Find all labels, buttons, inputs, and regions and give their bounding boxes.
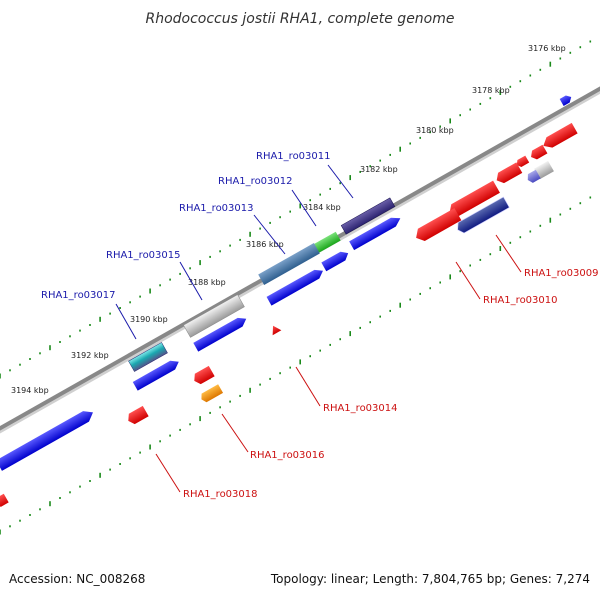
gene-block[interactable] [529,144,548,162]
gene-block[interactable] [540,122,578,151]
leader-lines [115,164,522,493]
gene-block[interactable] [494,162,523,185]
gene-label-ro03009[interactable]: RHA1_ro03009 [524,268,599,279]
gene-label-ro03017[interactable]: RHA1_ro03017 [41,290,116,301]
gene-block[interactable] [340,197,396,235]
kbp-label: 3194 kbp [11,386,49,395]
gene-block[interactable] [446,180,500,220]
kbp-label-group: 3176 kbp 3178 kbp 3180 kbp 3182 kbp 3184… [11,44,566,395]
kbp-label: 3188 kbp [188,278,226,287]
gene-block[interactable] [199,384,224,404]
gene-label-ro03011[interactable]: RHA1_ro03011 [256,151,331,162]
gene-labels: RHA1_ro03011 RHA1_ro03012 RHA1_ro03013 R… [41,151,599,500]
gene-label-ro03014[interactable]: RHA1_ro03014 [323,403,398,414]
genome-summary-text: Topology: linear; Length: 7,804,765 bp; … [270,572,590,586]
gene-block[interactable] [515,155,530,169]
leader-line [495,234,522,273]
gene-block[interactable] [193,314,248,352]
gene-block[interactable] [525,169,541,185]
kbp-label: 3182 kbp [360,165,398,174]
forward-strand [0,94,574,471]
gene-block[interactable] [183,294,245,338]
gene-label-ro03012[interactable]: RHA1_ro03012 [218,176,293,187]
leader-line [455,261,481,300]
kbp-label: 3192 kbp [71,351,109,360]
leader-line [221,413,249,453]
kbp-label: 3180 kbp [416,126,454,135]
gene-block[interactable] [191,365,215,386]
gene-block[interactable] [559,94,574,106]
kbp-label: 3178 kbp [472,86,510,95]
map-title: Rhodococcus jostii RHA1, complete genome [145,11,454,27]
tick-marks [0,40,592,535]
gene-block[interactable] [0,493,9,509]
leader-line [327,164,354,199]
gene-block[interactable] [269,323,282,336]
gene-label-ro03016[interactable]: RHA1_ro03016 [250,450,325,461]
gene-block[interactable] [128,342,168,372]
leader-line [115,303,137,340]
kbp-label: 3176 kbp [528,44,566,53]
gene-block[interactable] [311,231,341,255]
gene-block[interactable] [534,160,554,180]
kbp-label: 3190 kbp [130,315,168,324]
gene-block[interactable] [258,243,320,285]
leader-line [179,261,203,301]
gene-block[interactable] [0,407,96,471]
gene-block[interactable] [266,266,326,306]
leader-line [295,366,321,407]
kbp-label: 3184 kbp [303,203,341,212]
leader-line [253,214,286,255]
reverse-strand [0,122,578,509]
gene-block[interactable] [413,208,462,244]
gene-block[interactable] [125,405,149,426]
gene-block[interactable] [321,249,350,272]
gene-label-ro03018[interactable]: RHA1_ro03018 [183,489,258,500]
leader-line [155,453,181,493]
gene-block[interactable] [349,214,403,251]
gene-label-ro03010[interactable]: RHA1_ro03010 [483,295,558,306]
gene-block[interactable] [455,196,510,235]
leader-line [291,189,317,227]
gene-label-ro03015[interactable]: RHA1_ro03015 [106,250,181,261]
kbp-label: 3186 kbp [246,240,284,249]
accession-text: Accession: NC_008268 [9,572,146,586]
gene-label-ro03013[interactable]: RHA1_ro03013 [179,203,254,214]
gene-block[interactable] [132,357,181,391]
